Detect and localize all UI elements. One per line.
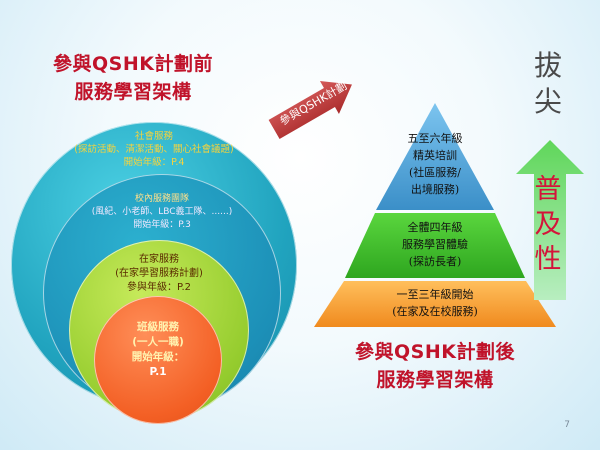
pyramid-bottom-text: 一至三年級開始 (在家及在校服務) [370, 286, 500, 320]
home-service-label: 在家服務 [139, 254, 179, 265]
pyramid-top-line-3: (社區服務/ [409, 166, 461, 179]
class-service-detail: (一人一職) [132, 336, 184, 348]
school-service-label: 校內服務團隊 [134, 194, 189, 204]
grow-word-universality: 普 及 性 [528, 172, 568, 277]
top-word-excellence: 拔 尖 [528, 48, 568, 120]
pyramid-middle-line-3: (探訪長者) [408, 255, 462, 268]
pyramid-middle-line-2: 服務學習體驗 [402, 238, 468, 251]
pyramid-top-text: 五至六年級 精英培訓 (社區服務/ 出境服務) [390, 130, 480, 198]
home-service-grade: 參與年級：P.2 [126, 282, 191, 293]
community-service-grade: 開始年級：P.4 [123, 157, 185, 168]
title-before-project: 參與QSHK計劃前 服務學習架構 [18, 50, 248, 106]
title-after-project: 參與QSHK計劃後 服務學習架構 [320, 338, 550, 394]
home-service-detail: (在家學習服務計劃) [115, 268, 203, 279]
class-service-label: 班級服務 [137, 321, 179, 333]
grow-word-char-3: 性 [534, 244, 562, 275]
arrow-right-icon [268, 81, 352, 140]
pyramid-bottom-tier [314, 281, 556, 327]
class-service-text: 班級服務 (一人一職) 開始年級： P.1 [100, 320, 216, 380]
community-service-detail: (探訪活動、清潔活動、關心社會議題) [74, 144, 234, 155]
top-word-char-2: 尖 [533, 85, 562, 118]
grow-word-char-2: 及 [534, 209, 562, 240]
school-service-text: 校內服務團隊 (風紀、小老師、LBC義工隊、......) 開始年級：P.3 [56, 193, 268, 232]
pyramid-top-line-2: 精英培訓 [413, 149, 457, 162]
title-after-line-1: 參與QSHK計劃後 [355, 341, 515, 363]
pyramid-bottom-line-1: 一至三年級開始 [396, 288, 474, 301]
pyramid-middle-text: 全體四年級 服務學習體驗 (探訪長者) [380, 219, 490, 270]
pyramid-middle-tier [345, 213, 525, 278]
service-pyramid [314, 103, 556, 327]
grow-word-char-1: 普 [534, 174, 562, 205]
pyramid-middle-line-1: 全體四年級 [407, 221, 463, 234]
circle-class-service [94, 296, 222, 424]
school-service-grade: 開始年級：P.3 [133, 220, 191, 230]
community-service-label: 社會服務 [134, 131, 173, 142]
community-service-text: 社會服務 (探訪活動、清潔活動、關心社會議題) 開始年級：P.4 [36, 130, 272, 169]
pyramid-top-tier [376, 103, 494, 210]
pyramid-top-line-4: 出境服務) [410, 183, 460, 196]
pyramid-bottom-line-2: (在家及在校服務) [392, 305, 478, 318]
class-service-grade: 開始年級： [131, 351, 185, 363]
school-service-detail: (風紀、小老師、LBC義工隊、......) [91, 207, 233, 217]
page-number: 7 [564, 420, 570, 430]
title-before-line-2: 服務學習架構 [74, 81, 192, 103]
pyramid-top-line-1: 五至六年級 [407, 132, 463, 145]
title-after-line-2: 服務學習架構 [376, 369, 494, 391]
title-before-line-1: 參與QSHK計劃前 [53, 53, 213, 75]
class-service-grade-value: P.1 [149, 366, 167, 378]
top-word-char-1: 拔 [533, 49, 562, 82]
home-service-text: 在家服務 (在家學習服務計劃) 參與年級：P.2 [74, 253, 244, 295]
arrow-up-icon [516, 140, 584, 300]
